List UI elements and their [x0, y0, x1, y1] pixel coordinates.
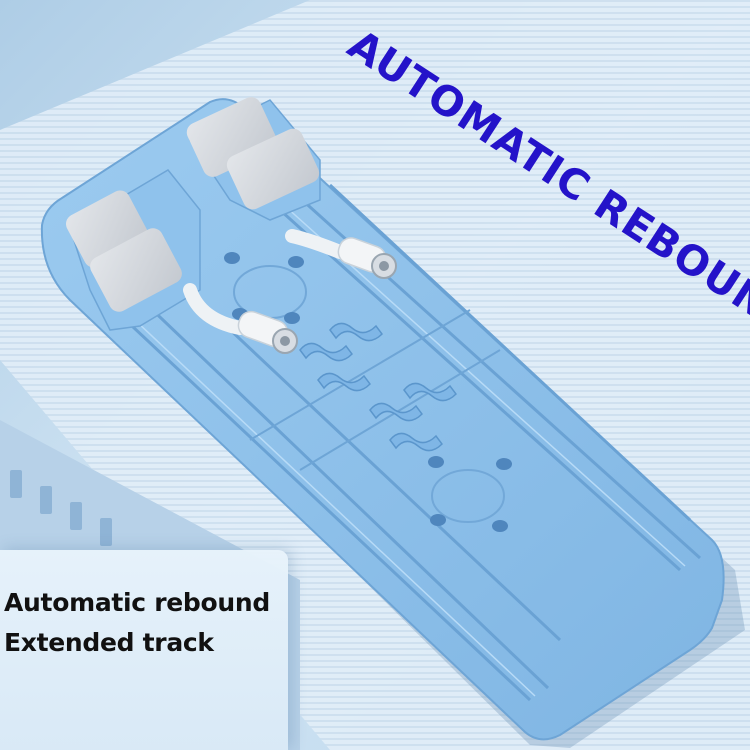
caption-line-automatic-rebound: Automatic rebound: [4, 588, 270, 617]
pad-block-left: [66, 169, 201, 331]
board-holes: [224, 252, 512, 532]
wavy-grips: [299, 322, 457, 452]
caption-panel: Automatic rebound Extended track: [0, 550, 288, 750]
fold-seams: [249, 309, 501, 471]
track-highlights: [119, 205, 686, 697]
rebound-tube-left: [183, 283, 298, 354]
platform-slots: [10, 470, 112, 546]
center-circle-bottom: [431, 469, 505, 523]
stretcher-board: [40, 98, 725, 741]
pad-block-right: [186, 97, 321, 221]
track-rails: [113, 183, 702, 702]
caption-line-extended-track: Extended track: [4, 628, 214, 657]
rebound-tube-right: [285, 229, 397, 279]
